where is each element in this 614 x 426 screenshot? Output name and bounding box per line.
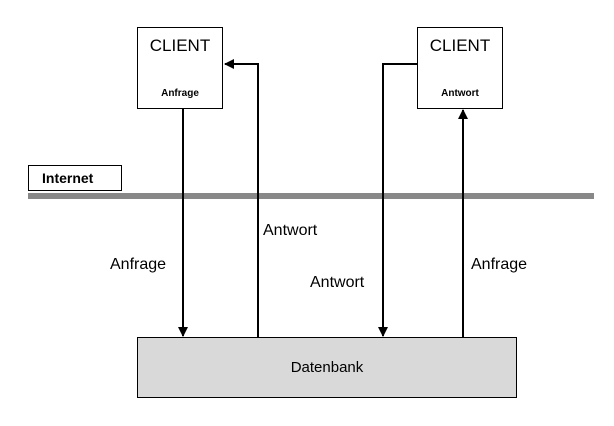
label-left-request: Anfrage [110,256,167,273]
label-left-response: Antwort [263,222,318,239]
database-box: Datenbank [137,337,517,398]
arrow-left-response [224,59,259,337]
internet-bar [28,193,594,199]
client-left-subtitle: Anfrage [161,88,199,99]
client-right-subtitle: Antwort [441,88,479,99]
database-label: Datenbank [290,359,364,376]
arrow-right-response [378,63,417,337]
client-left-title: CLIENT [149,36,211,55]
internet-label: Internet [42,170,94,186]
client-box-left: CLIENT Anfrage [137,27,223,109]
client-right-title: CLIENT [429,36,491,55]
label-right-response: Antwort [310,274,365,291]
internet-box: Internet [28,165,122,191]
client-box-right: CLIENT Antwort [417,27,503,109]
label-right-request: Anfrage [471,256,528,273]
